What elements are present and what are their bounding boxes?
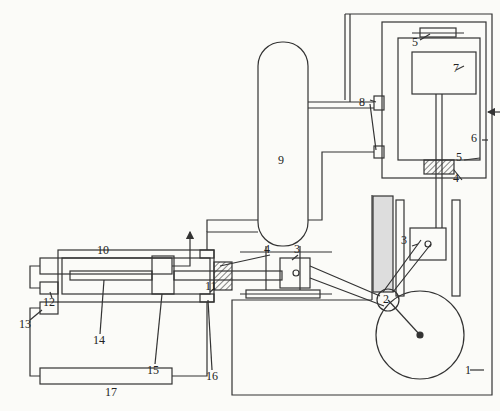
- callout-number: 3: [293, 243, 301, 256]
- callout-number: 15: [146, 364, 160, 377]
- callout-number: 7: [452, 62, 460, 75]
- callout-number: 11: [204, 280, 218, 293]
- callout-number: 2: [382, 293, 390, 306]
- callout-number: 4: [452, 172, 460, 185]
- callout-number: 16: [205, 370, 219, 383]
- callout-number: 5: [455, 151, 463, 164]
- callout-number: 5: [411, 36, 419, 49]
- callout-number: 9: [277, 154, 285, 167]
- callout-number: 4: [263, 243, 271, 256]
- callout-number: 17: [104, 386, 118, 399]
- callout-number: 8: [358, 96, 366, 109]
- callout-number: 13: [18, 318, 32, 331]
- callout-number: 3: [400, 234, 408, 247]
- callout-number: 14: [92, 334, 106, 347]
- callout-number: 1: [464, 364, 472, 377]
- callout-number: 6: [470, 132, 478, 145]
- callout-number: 10: [96, 244, 110, 257]
- callout-number: 12: [42, 296, 56, 309]
